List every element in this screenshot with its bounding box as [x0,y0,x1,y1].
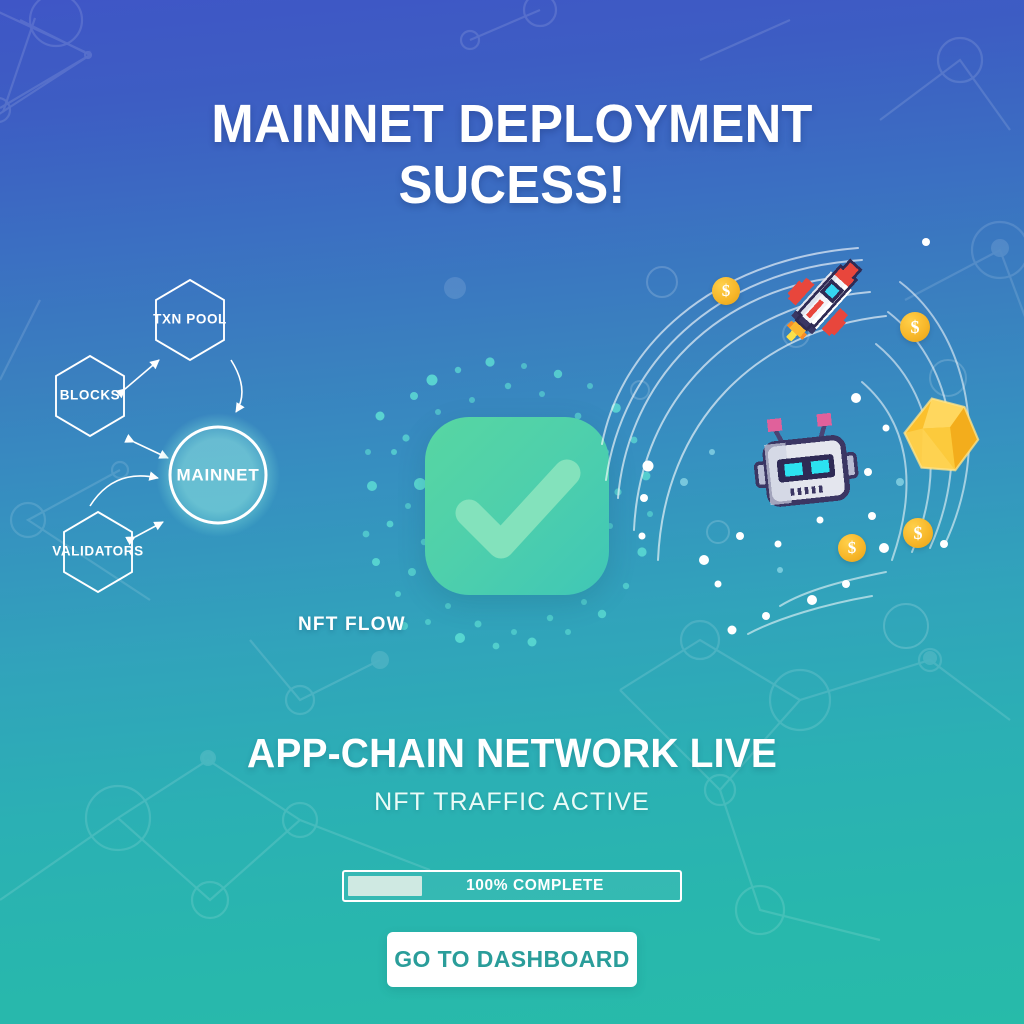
flow-trail-11 [747,595,873,635]
coin-icon: $ [712,277,740,305]
mainnet-glow [156,413,280,537]
subheading-subtitle: NFT TRAFFIC ACTIVE [374,788,650,816]
coin-symbol: $ [838,534,866,562]
success-badge [425,417,609,595]
connector-validators-in [89,471,159,507]
robot-icon [753,412,859,507]
progress-label: 100% COMPLETE [466,877,604,894]
flow-trail-9 [861,381,908,561]
architecture-diagram: TXN POOL BLOCKS VALIDATORS MAINNET [28,272,328,622]
flow-trail-3 [601,247,859,445]
connector-txnpool-mainnet [230,359,245,413]
go-to-dashboard-button[interactable]: GO TO DASHBOARD [387,932,637,987]
headline-line-1: MAINNET DEPLOYMENT [211,94,813,155]
flow-trail-10 [779,571,887,607]
flow-trail-2 [605,259,863,481]
connector-validators-mainnet [125,521,164,546]
progress-bar: 100% COMPLETE [342,870,682,902]
coin-symbol: $ [712,277,740,305]
hexagon-txn-pool [155,278,225,362]
subheading-title: APP-CHAIN NETWORK LIVE [246,730,778,776]
connector-blocks-txnpool [115,359,160,399]
success-status-icon [362,357,653,650]
hexagon-validators [63,510,133,594]
coin-icon: $ [903,518,933,548]
flow-trail-6 [899,281,971,547]
coin-icon: $ [900,312,930,342]
progress-bar-fill [348,876,422,896]
check-icon [455,459,581,559]
headline-line-2: SUCESS! [398,154,626,215]
gem-icon [903,397,980,472]
mainnet-label: MAINNET [176,465,259,484]
coin-symbol: $ [903,518,933,548]
page-title: MAINNET DEPLOYMENT SUCESS! [31,94,994,215]
rocket-icon [786,258,863,342]
hexagon-blocks [55,354,125,438]
hexagon-label-txn-pool: TXN POOL [153,312,227,327]
mainnet-ring [168,425,268,525]
nft-flow-label: NFT FLOW [298,614,406,635]
coin-icon: $ [838,534,866,562]
coin-symbol: $ [900,312,930,342]
hexagon-label-blocks: BLOCKS [60,388,121,403]
hexagon-label-validators: VALIDATORS [52,544,144,559]
